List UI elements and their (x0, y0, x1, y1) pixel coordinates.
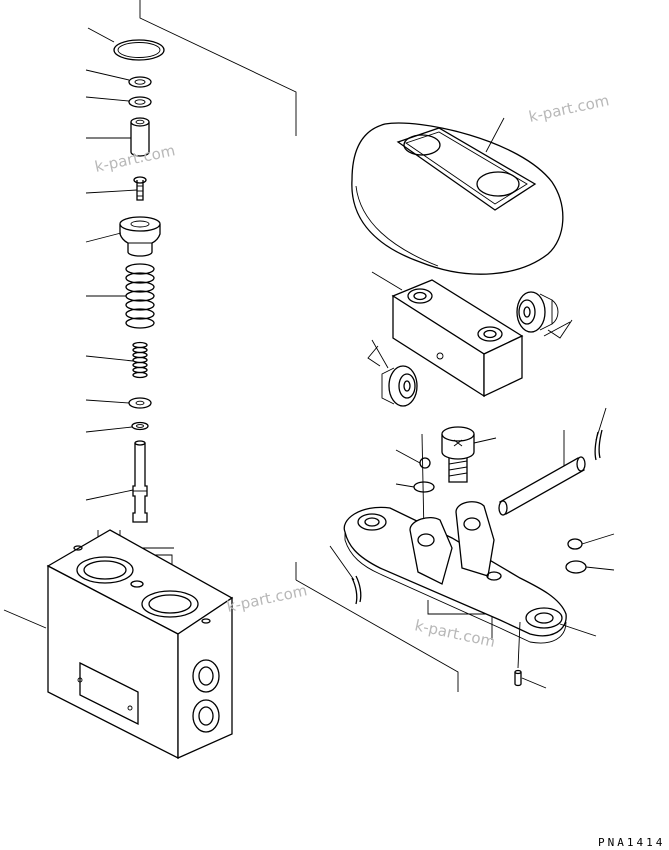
watermark-3: k-part.com (225, 581, 309, 616)
small-shim (413, 481, 435, 493)
o-ring (113, 39, 165, 61)
bushing-left (367, 345, 418, 407)
cap-screw (441, 426, 475, 483)
spring-seat (119, 216, 161, 257)
thin-washer (131, 421, 149, 431)
drawing-code: PNA1414 (598, 836, 665, 849)
spring-retainer-washer (128, 397, 152, 409)
leader-lines-left (3, 27, 138, 629)
right-assembly-guide-lines (421, 407, 607, 640)
rubber-boot-cover (351, 122, 564, 275)
washer-lower (128, 96, 152, 108)
bushing-right (516, 291, 573, 339)
watermark-4: k-part.com (413, 616, 497, 651)
leader-lines-lower-right (329, 437, 615, 689)
valve-spool (132, 440, 148, 523)
watermark-1: k-part.com (527, 91, 611, 126)
washer-upper (128, 76, 152, 88)
leader-lines-upper-right (371, 117, 571, 369)
right-washer-top (567, 538, 583, 550)
link-block (391, 279, 524, 398)
inner-spring (132, 341, 148, 379)
small-ball (419, 457, 431, 469)
roll-pin (514, 669, 522, 687)
small-pin (133, 176, 147, 201)
lever-bracket (343, 501, 567, 644)
pivot-pin (498, 456, 586, 516)
split-pin-right (594, 429, 603, 461)
plunger-sleeve (130, 117, 150, 157)
right-washer-bottom (565, 560, 587, 574)
outer-spring (125, 263, 155, 329)
split-pin-left (351, 575, 362, 605)
valve-body (46, 529, 234, 760)
